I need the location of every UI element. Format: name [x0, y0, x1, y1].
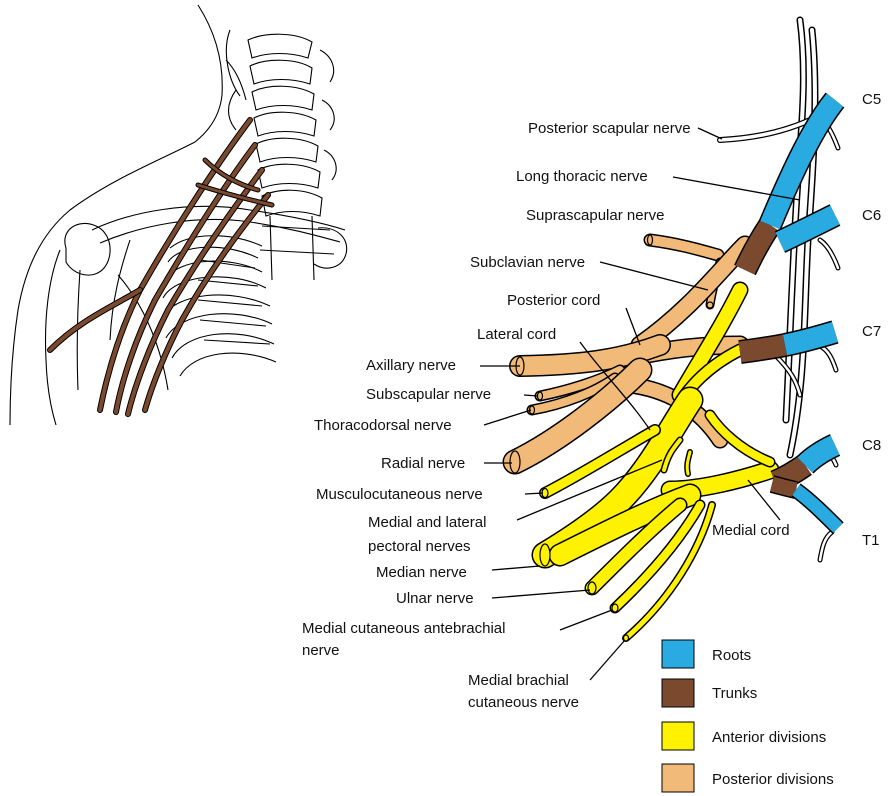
label-ulnar-nerve: Ulnar nerve: [396, 590, 474, 607]
label-median-nerve: Median nerve: [376, 564, 467, 581]
legend-label-anterior: Anterior divisions: [712, 729, 826, 746]
label-pectoral-nerves-line1: Medial and lateral: [368, 514, 486, 531]
label-subclavian-nerve: Subclavian nerve: [470, 254, 585, 271]
label-medial-cutaneous-antebrachial-line2: nerve: [302, 642, 340, 659]
label-posterior-cord: Posterior cord: [507, 292, 600, 309]
plexus-schematic: C5 C6 C7 C8 T1 Posterior scapular nerve …: [302, 20, 881, 711]
root-label-t1: T1: [862, 532, 880, 549]
label-subscapular-nerve: Subscapular nerve: [366, 386, 491, 403]
legend-swatch-anterior: [662, 722, 694, 750]
legend-item-anterior-divisions: Anterior divisions: [662, 722, 826, 750]
legend-item-trunks: Trunks: [662, 679, 757, 707]
label-thoracodorsal-nerve: Thoracodorsal nerve: [314, 417, 452, 434]
label-posterior-scapular-nerve: Posterior scapular nerve: [528, 120, 691, 137]
root-label-c7: C7: [862, 323, 881, 340]
root-labels: C5 C6 C7 C8 T1: [862, 91, 881, 549]
label-musculocutaneous-nerve: Musculocutaneous nerve: [316, 486, 483, 503]
label-long-thoracic-nerve: Long thoracic nerve: [516, 168, 648, 185]
label-radial-nerve: Radial nerve: [381, 455, 465, 472]
label-lateral-cord: Lateral cord: [477, 326, 556, 343]
legend-swatch-posterior: [662, 764, 694, 792]
legend-swatch-trunks: [662, 679, 694, 707]
label-suprascapular-nerve: Suprascapular nerve: [526, 207, 664, 224]
root-label-c6: C6: [862, 207, 881, 224]
legend-label-trunks: Trunks: [712, 685, 757, 702]
label-axillary-nerve: Axillary nerve: [366, 357, 456, 374]
label-medial-brachial-cutaneous-line1: Medial brachial: [468, 672, 569, 689]
legend-item-roots: Roots: [662, 640, 751, 668]
legend-label-posterior: Posterior divisions: [712, 771, 834, 788]
legend: Roots Trunks Anterior divisions Posterio…: [662, 640, 834, 792]
legend-swatch-roots: [662, 640, 694, 668]
root-label-c5: C5: [862, 91, 881, 108]
plexus-sketch-strands: [50, 120, 272, 414]
label-medial-cutaneous-antebrachial-line1: Medial cutaneous antebrachial: [302, 620, 505, 637]
legend-item-posterior-divisions: Posterior divisions: [662, 764, 834, 792]
label-pectoral-nerves-line2: pectoral nerves: [368, 538, 471, 555]
shoulder-anatomy-sketch: [10, 5, 347, 425]
label-medial-brachial-cutaneous-line2: cutaneous nerve: [468, 694, 579, 711]
legend-label-roots: Roots: [712, 647, 751, 664]
root-label-c8: C8: [862, 437, 881, 454]
label-medial-cord: Medial cord: [712, 522, 790, 539]
